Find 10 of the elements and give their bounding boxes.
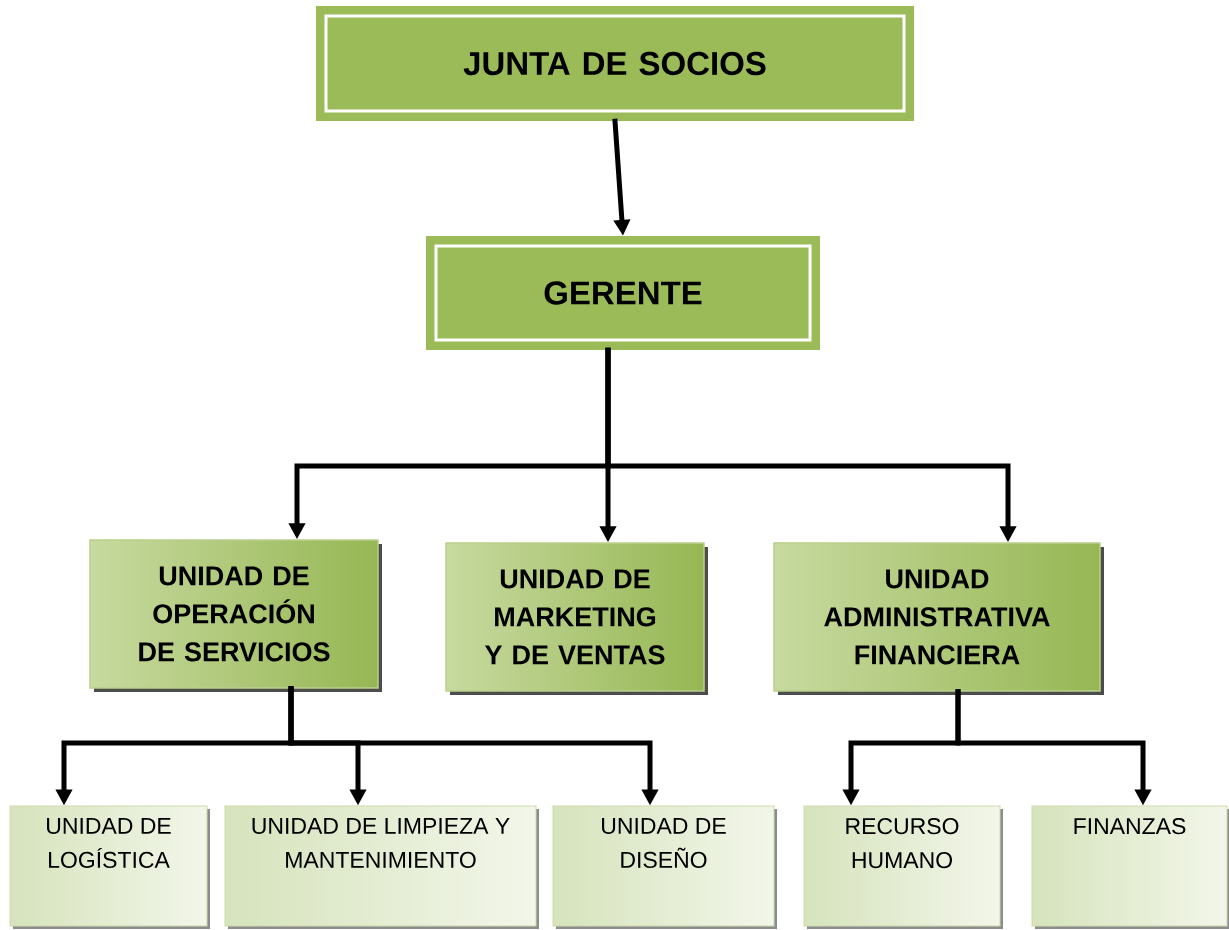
org-box: UNIDAD DE MARKETING Y DE VENTAS <box>445 542 708 695</box>
org-box: UNIDAD DE LOGÍSTICA <box>9 805 210 929</box>
org-box: FINANZAS <box>1031 805 1229 929</box>
org-box: UNIDAD ADMINISTRATIVA FINANCIERA <box>773 542 1104 695</box>
org-box: RECURSO HUMANO <box>803 805 1003 929</box>
org-box: UNIDAD DE LIMPIEZA Y MANTENIMIENTO <box>224 805 539 929</box>
org-box: GERENTE <box>426 236 820 350</box>
org-box: JUNTA DE SOCIOS <box>316 6 914 121</box>
org-box: UNIDAD DE DISEÑO <box>552 805 777 929</box>
org-box: UNIDAD DE OPERACIÓN DE SERVICIOS <box>89 539 382 692</box>
